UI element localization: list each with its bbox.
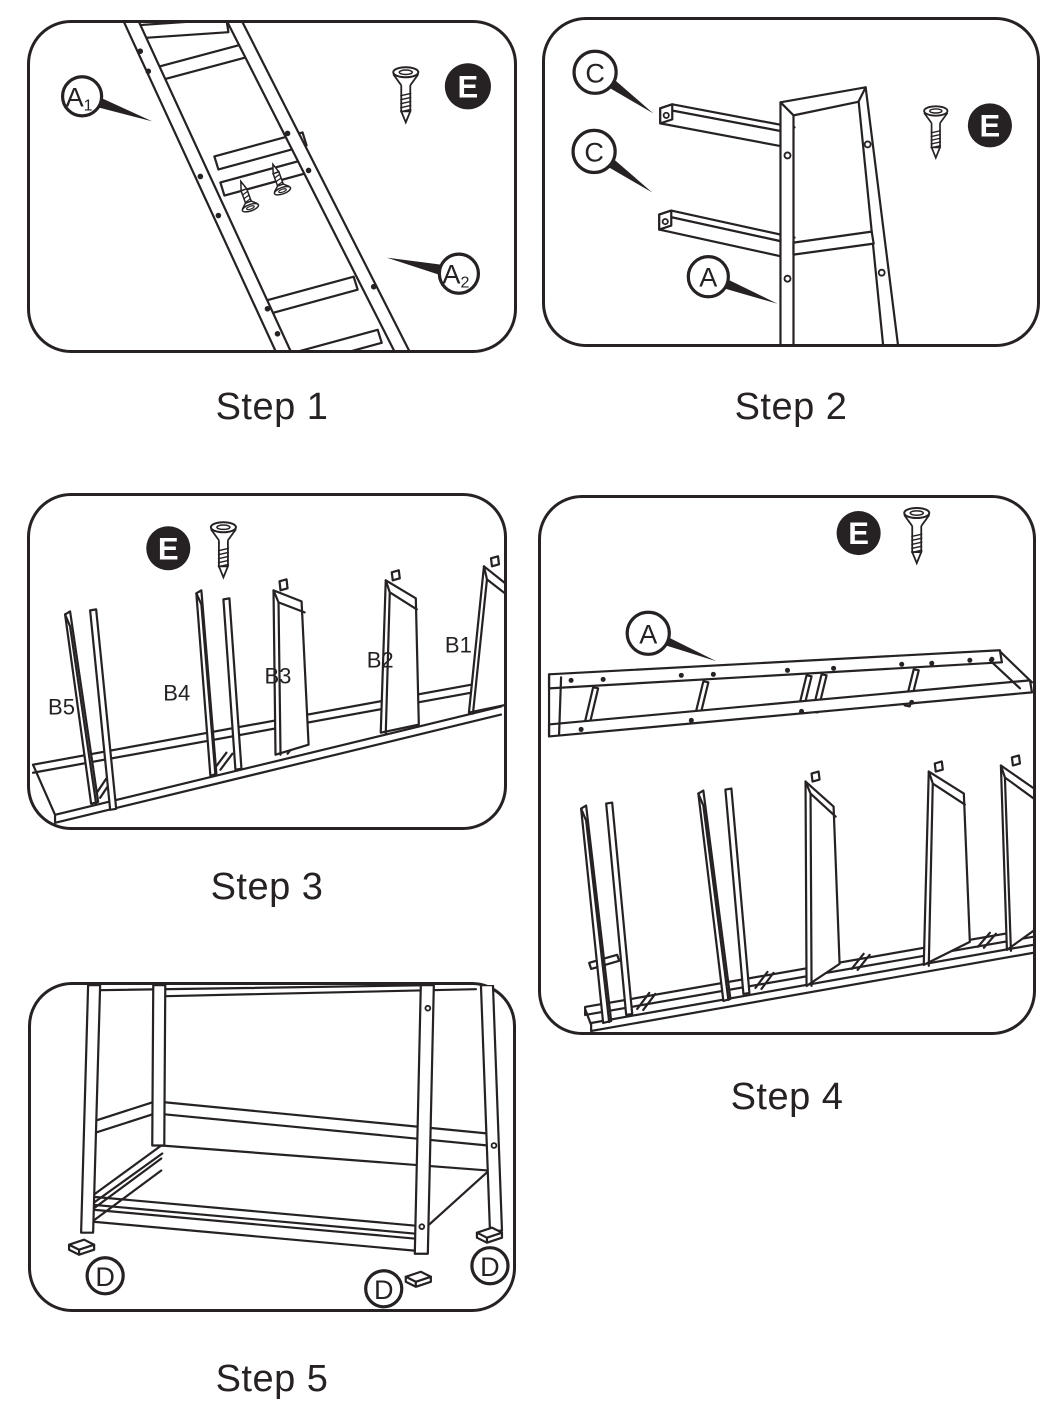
- screw-icon: [209, 521, 237, 579]
- part-labels: B5 B4 B3 B2 B1: [48, 632, 472, 719]
- part-callout-a: A: [625, 610, 717, 662]
- callout-d3-letter: D: [480, 1252, 500, 1282]
- step4-caption: Step 4: [730, 1076, 844, 1118]
- part-callout-a2: A2: [386, 252, 481, 295]
- hardware-badge: E: [444, 63, 491, 110]
- callout-a1-subscript: 1: [84, 96, 93, 114]
- step2-diagram: E C C A: [571, 49, 1012, 344]
- callout-c2-letter: C: [584, 137, 604, 167]
- label-b5: B5: [48, 695, 75, 720]
- assembled-stand-drawing: [80, 985, 504, 1255]
- svg-text:A1: A1: [66, 82, 93, 114]
- screw-icon: [903, 507, 931, 565]
- label-b1: B1: [445, 632, 472, 657]
- step1-caption: Step 1: [215, 386, 329, 428]
- hardware-badge-letter: E: [458, 69, 479, 104]
- step1-diagram: E A1 A2: [60, 23, 491, 350]
- crossbar-c-bottom-drawing: [658, 209, 796, 258]
- label-b4: B4: [163, 681, 190, 706]
- step5-diagram: D D D: [67, 985, 510, 1309]
- screw-icon: [923, 105, 949, 159]
- step2-caption: Step 2: [734, 386, 848, 428]
- foot-pad-middle: [404, 1270, 432, 1288]
- ladder-frame-a-drawing: [123, 23, 411, 350]
- callout-a2-subscript: 2: [460, 274, 469, 292]
- hardware-badge-letter: E: [158, 531, 179, 566]
- step2-panel: E C C A: [542, 17, 1040, 347]
- hardware-badge: E: [836, 511, 881, 556]
- divider-b2-drawing: [379, 569, 420, 735]
- frame-a-drawing: [779, 86, 899, 344]
- step3-panel: E B5 B4 B3 B2 B1: [27, 493, 507, 830]
- foot-pad-right: [475, 1226, 504, 1244]
- step5-panel: D D D: [28, 982, 516, 1312]
- foot-pad-left: [67, 1238, 96, 1256]
- divider-assembly-drawing: [580, 754, 1033, 1032]
- step3-caption: Step 3: [210, 866, 324, 908]
- callout-d1-letter: D: [95, 1262, 115, 1292]
- step3-diagram: E B5 B4 B3 B2 B1: [31, 521, 504, 824]
- divider-b5-drawing: [63, 608, 118, 811]
- divider-b4-drawing: [195, 589, 243, 777]
- divider-b1-drawing: [467, 555, 504, 715]
- hardware-badge-letter: E: [980, 108, 1001, 143]
- part-callout-d1: D: [85, 1256, 125, 1296]
- callout-d2-letter: D: [374, 1275, 394, 1305]
- part-callout-d2: D: [364, 1269, 404, 1309]
- hardware-badge-letter: E: [848, 516, 869, 551]
- svg-text:A2: A2: [442, 260, 469, 292]
- step5-caption: Step 5: [215, 1358, 329, 1400]
- part-callout-a: A: [686, 255, 778, 304]
- part-callout-d3: D: [470, 1246, 510, 1286]
- step4-panel: E A: [538, 495, 1036, 1035]
- ladder-frame-a-drawing: [547, 649, 1033, 738]
- callout-a-letter: A: [639, 619, 657, 649]
- crossbar-c-top-drawing: [659, 103, 796, 148]
- step1-panel: E A1 A2: [27, 20, 517, 353]
- part-callout-c-bottom: C: [571, 128, 653, 193]
- callout-a1-letter: A: [66, 82, 84, 112]
- label-b3: B3: [264, 664, 291, 689]
- step4-diagram: E A: [547, 507, 1033, 1032]
- divider-b3-drawing: [272, 578, 310, 756]
- callout-a2-letter: A: [442, 260, 460, 290]
- callout-a-letter: A: [699, 263, 717, 293]
- screw-icon: [392, 66, 420, 124]
- callout-c1-letter: C: [585, 58, 605, 88]
- hardware-badge: E: [967, 103, 1012, 148]
- label-b2: B2: [367, 648, 394, 673]
- part-callout-c-top: C: [572, 49, 654, 114]
- hardware-badge: E: [146, 526, 191, 571]
- part-callout-a1: A1: [60, 75, 153, 122]
